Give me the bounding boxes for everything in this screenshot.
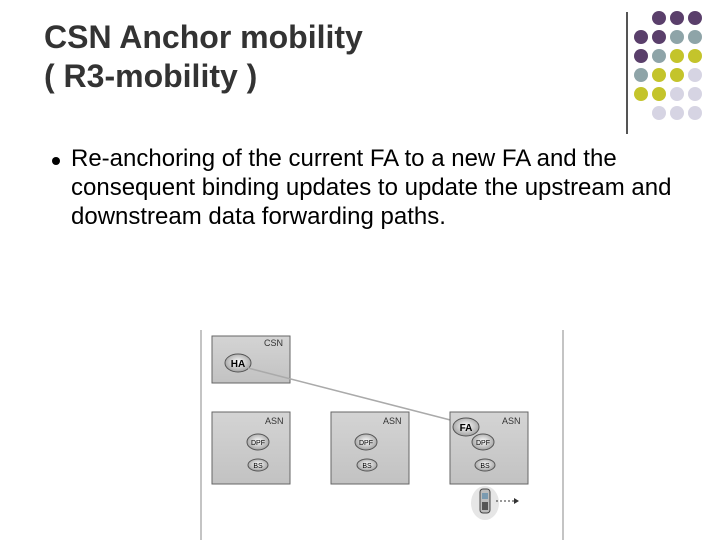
decorative-dot — [652, 106, 666, 120]
decorative-dot — [688, 11, 702, 25]
decorative-dot — [652, 30, 666, 44]
decorative-dot — [634, 68, 648, 82]
decorative-dot-grid — [634, 11, 702, 120]
decorative-divider — [626, 12, 628, 134]
decorative-dot — [688, 68, 702, 82]
dpf-node-1 — [246, 433, 270, 451]
bs-node-2 — [356, 458, 378, 472]
slide-title: CSN Anchor mobility ( R3-mobility ) — [44, 18, 363, 96]
dpf-label-2: DPF — [359, 440, 373, 447]
movement-arrow-icon — [496, 498, 519, 504]
dpf-node-2 — [354, 433, 378, 451]
bs-label-3: BS — [480, 463, 490, 470]
bullet-icon — [52, 157, 60, 165]
decorative-dot — [670, 30, 684, 44]
bullet-item: Re-anchoring of the current FA to a new … — [71, 145, 672, 230]
title-line-1: CSN Anchor mobility — [44, 19, 363, 55]
dpf-label-3: DPF — [476, 440, 490, 447]
dpf-node-3 — [471, 433, 495, 451]
title-line-2: ( R3-mobility ) — [44, 58, 258, 94]
csn-label: CSN — [264, 338, 283, 348]
decorative-dot — [688, 49, 702, 63]
decorative-dot — [688, 87, 702, 101]
asn-box-3: ASN FA DPF BS — [449, 411, 529, 485]
fa-label: FA — [460, 423, 473, 434]
decorative-dot — [670, 87, 684, 101]
bs-node-3 — [474, 458, 496, 472]
decorative-dot — [634, 87, 648, 101]
asn-box-1: ASN DPF BS — [211, 411, 291, 485]
decorative-dot — [634, 49, 648, 63]
asn-box-2: ASN DPF BS — [330, 411, 410, 485]
asn-label-2: ASN — [383, 416, 402, 426]
decorative-dot — [670, 106, 684, 120]
bs-label-1: BS — [253, 463, 263, 470]
dpf-label-1: DPF — [251, 440, 265, 447]
decorative-dot — [670, 11, 684, 25]
ha-fa-link — [247, 367, 463, 424]
decorative-dot — [670, 49, 684, 63]
decorative-dot — [652, 87, 666, 101]
decorative-dot — [688, 30, 702, 44]
asn-label-3: ASN — [502, 416, 521, 426]
decorative-dot — [652, 68, 666, 82]
ha-node — [224, 353, 252, 373]
asn-label-1: ASN — [265, 416, 284, 426]
fa-node — [452, 417, 480, 437]
bs-label-2: BS — [362, 463, 372, 470]
decorative-dot — [688, 106, 702, 120]
ha-label: HA — [231, 359, 245, 370]
decorative-dot — [652, 11, 666, 25]
bs-node-1 — [247, 458, 269, 472]
decorative-dot — [634, 30, 648, 44]
decorative-dot — [652, 49, 666, 63]
mobile-phone-icon — [471, 486, 499, 520]
decorative-dot — [670, 68, 684, 82]
